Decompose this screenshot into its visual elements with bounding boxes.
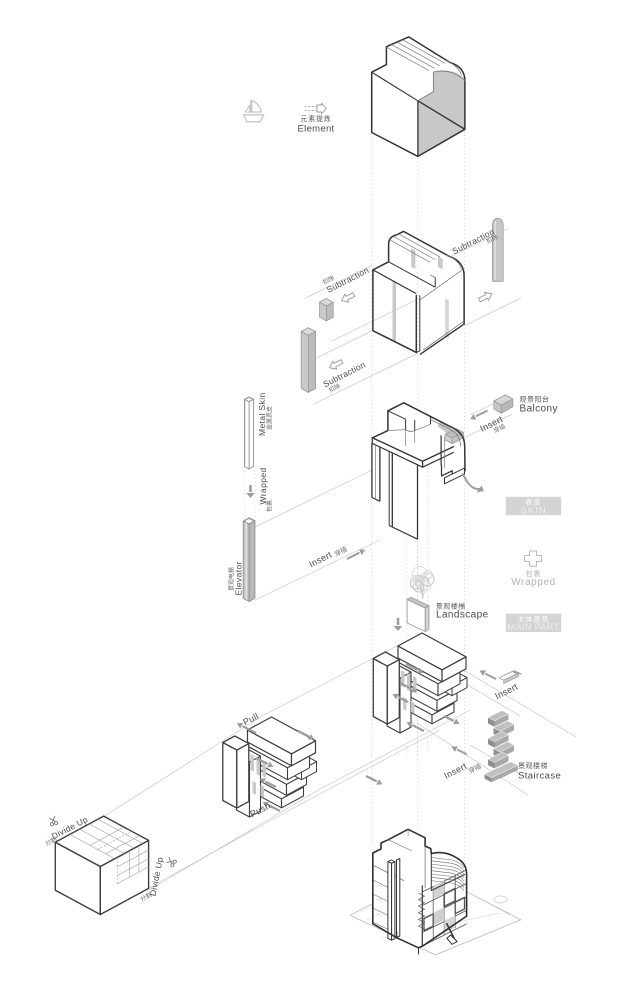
- svg-text:金属表皮: 金属表皮: [266, 406, 274, 430]
- svg-text:主体建筑: 主体建筑: [518, 614, 550, 623]
- svg-text:Elevator: Elevator: [234, 561, 244, 595]
- svg-text:Insert: Insert: [493, 681, 519, 701]
- svg-text:包裹: 包裹: [266, 500, 274, 512]
- svg-text:Balcony: Balcony: [520, 404, 558, 415]
- svg-text:Divide Up: Divide Up: [148, 856, 165, 897]
- svg-text:景观电梯: 景观电梯: [228, 567, 236, 591]
- svg-text:景观楼梯: 景观楼梯: [436, 602, 466, 611]
- svg-text:Landscape: Landscape: [436, 610, 489, 621]
- svg-text:MAIN PART: MAIN PART: [508, 622, 560, 632]
- svg-text:景观楼梯: 景观楼梯: [518, 761, 548, 770]
- svg-text:Element: Element: [298, 124, 335, 135]
- svg-text:元素提炼: 元素提炼: [300, 114, 331, 123]
- svg-text:Insert: Insert: [307, 549, 333, 569]
- svg-text:表皮: 表皮: [526, 498, 542, 507]
- svg-text:穿插: 穿插: [467, 761, 483, 775]
- svg-text:观景阳台: 观景阳台: [520, 395, 550, 404]
- svg-text:Subtraction: Subtraction: [321, 359, 367, 389]
- svg-text:Wrapped: Wrapped: [511, 577, 556, 588]
- svg-text:SKIN: SKIN: [520, 505, 546, 516]
- svg-text:包裹: 包裹: [526, 569, 542, 578]
- svg-text:Wrapped: Wrapped: [258, 467, 268, 504]
- svg-text:Metal Skin: Metal Skin: [257, 392, 267, 436]
- svg-text:Staircase: Staircase: [518, 771, 561, 782]
